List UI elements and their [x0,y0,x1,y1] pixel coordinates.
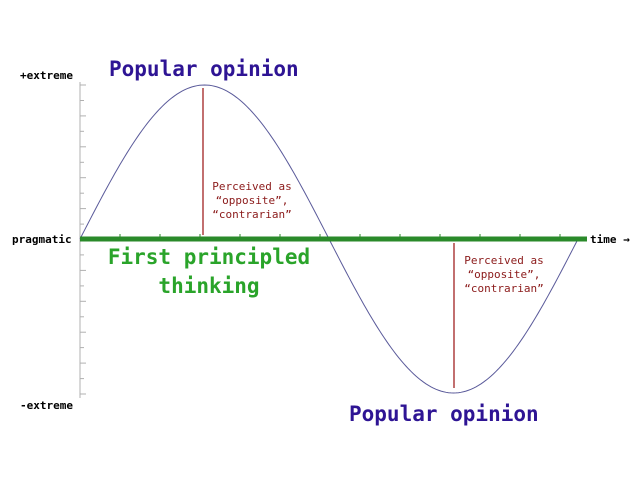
popular-opinion-bottom-label: Popular opinion [349,402,539,426]
perceived-right-line1: Perceived as [464,254,543,267]
perceived-left-line3: “contrarian” [212,208,291,221]
perceived-right-line2: “opposite”, [468,268,541,281]
x-axis-ticks [119,234,561,237]
popular-opinion-top-label: Popular opinion [109,57,299,81]
first-principled-line1: First principled [108,245,310,269]
time-axis-label: time → [590,233,630,246]
perceived-left-line1: Perceived as [212,180,291,193]
perceived-left-line2: “opposite”, [216,194,289,207]
first-principled-line2: thinking [158,274,259,298]
top-extreme-label: +extreme [20,69,73,82]
pragmatic-label: pragmatic [12,233,72,246]
bottom-extreme-label: -extreme [20,399,73,412]
perceived-right-line3: “contrarian” [464,282,543,295]
